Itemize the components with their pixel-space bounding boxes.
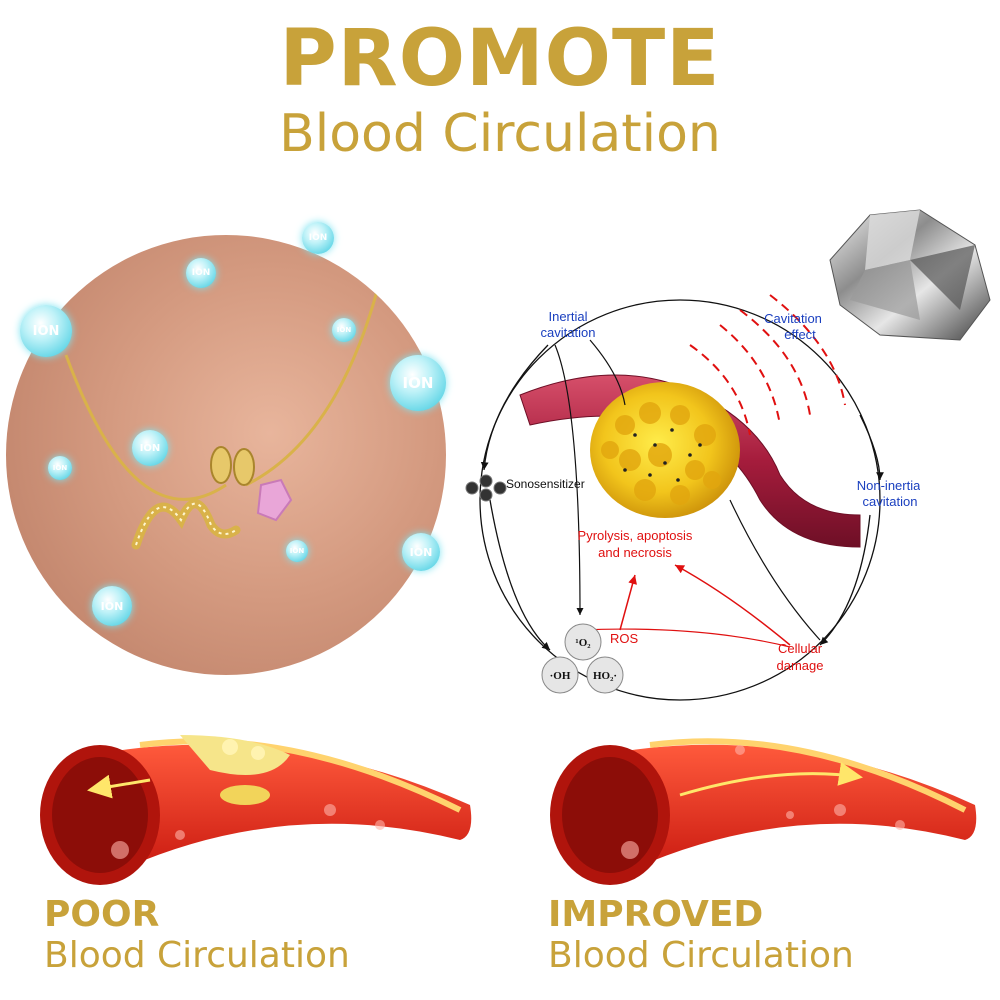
label-hydroperoxyl: HO₂· xyxy=(593,670,617,682)
label-ros: ROS xyxy=(610,631,639,646)
ion-bubble: ION xyxy=(132,430,168,466)
cavitation-mechanism-diagram: Inertial cavitation Cavitation effect So… xyxy=(465,294,920,701)
label-non-inertial-2: cavitation xyxy=(863,494,918,509)
poor-heading: POOR xyxy=(44,894,160,935)
label-pyrolysis-1: Pyrolysis, apoptosis xyxy=(578,528,693,543)
ion-bubble: ION xyxy=(186,258,216,288)
improved-heading: IMPROVED xyxy=(548,894,764,935)
page-title: PROMOTE xyxy=(279,14,721,104)
ion-bubble: ION xyxy=(48,456,72,480)
label-inertial-cavitation-1: Inertial xyxy=(548,309,587,324)
label-sonosensitizer: Sonosensitizer xyxy=(506,477,585,491)
ion-bubble: ION xyxy=(402,533,440,571)
poor-circulation-vessel xyxy=(40,735,472,885)
poor-subheading: Blood Circulation xyxy=(44,935,350,976)
label-cavitation-effect-1: Cavitation xyxy=(764,311,822,326)
improved-subheading: Blood Circulation xyxy=(548,935,854,976)
necklace-illustration xyxy=(64,254,388,550)
label-cavitation-effect-2: effect xyxy=(784,327,816,342)
label-cellular-damage-1: Cellular xyxy=(778,641,823,656)
ion-bubble: ION xyxy=(92,586,132,626)
ion-bubble: ION xyxy=(390,355,446,411)
label-non-inertial-1: Non-inertial xyxy=(857,478,920,493)
label-singlet-oxygen: ¹O₂ xyxy=(575,637,591,649)
ion-bubble: ION xyxy=(286,540,308,562)
metal-rock-image xyxy=(829,209,991,341)
label-cellular-damage-2: damage xyxy=(777,658,824,673)
ion-bubble: ION xyxy=(302,222,334,254)
label-hydroxyl: ·OH xyxy=(550,670,571,682)
necklace-photo xyxy=(6,235,446,675)
ion-bubble: ION xyxy=(20,305,72,357)
ion-bubble: ION xyxy=(332,318,356,342)
label-inertial-cavitation-2: cavitation xyxy=(541,325,596,340)
label-pyrolysis-2: and necrosis xyxy=(598,545,672,560)
improved-circulation-vessel xyxy=(550,738,977,885)
page-subtitle: Blood Circulation xyxy=(279,104,721,164)
